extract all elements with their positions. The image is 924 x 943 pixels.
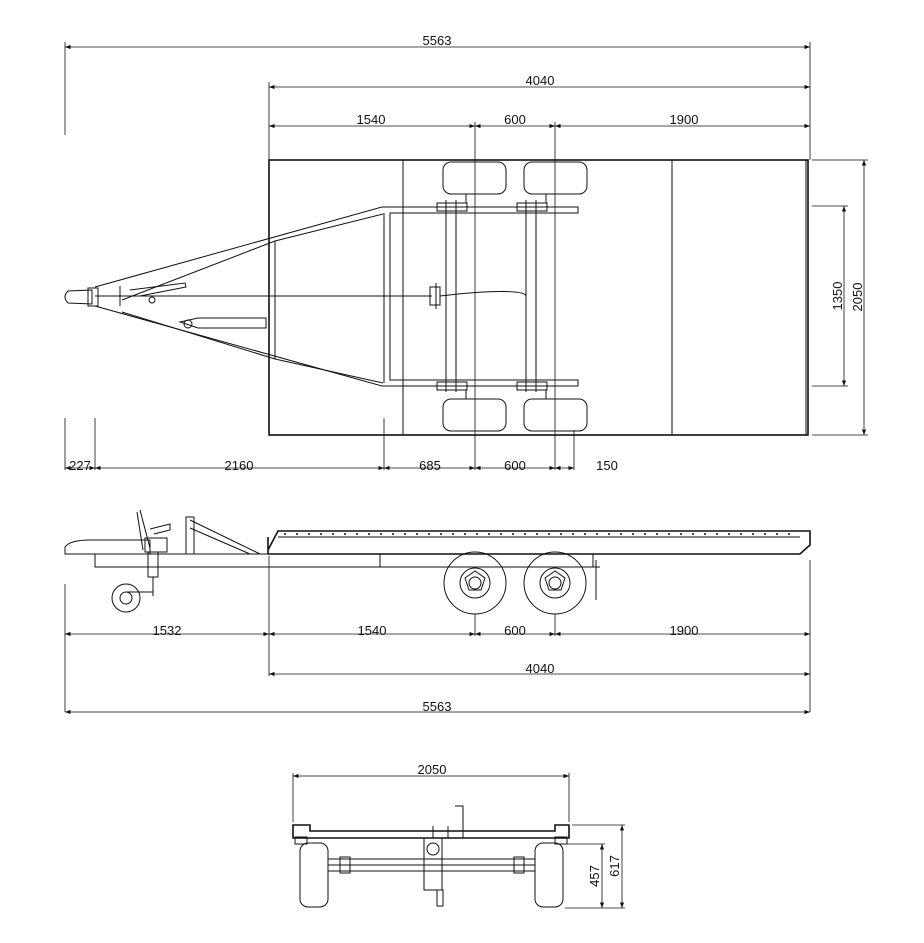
- deck-hole: [296, 533, 298, 535]
- dim-axle-spacing-bottom: 600: [504, 458, 526, 473]
- deck-hole: [548, 533, 550, 535]
- deck-hole: [596, 533, 598, 535]
- dim-side-platform-length: 4040: [526, 661, 555, 676]
- top-view-drawbar: [64, 206, 579, 387]
- deck-hole: [308, 533, 310, 535]
- deck-hole: [476, 533, 478, 535]
- deck-hole: [608, 533, 610, 535]
- deck-hole: [416, 533, 418, 535]
- deck-hole: [584, 533, 586, 535]
- dim-hitch-offset: 227: [69, 458, 91, 473]
- rear-view-extension-lines: [292, 773, 625, 909]
- deck-hole: [392, 533, 394, 535]
- dim-front-to-axle: 1540: [357, 112, 386, 127]
- side-view-labels: 1532 1540 600 1900 4040 5563: [153, 623, 699, 714]
- deck-hole: [668, 533, 670, 535]
- top-view-labels: 5563 4040 1540 600 1900 1350 2050 227 21…: [69, 33, 865, 473]
- deck-hole: [524, 533, 526, 535]
- dim-drawbar-length: 2160: [225, 458, 254, 473]
- deck-hole: [452, 533, 454, 535]
- deck-hole: [488, 533, 490, 535]
- rear-view: 2050 457 617: [292, 762, 625, 909]
- deck-hole: [464, 533, 466, 535]
- deck-hole: [788, 533, 790, 535]
- deck-hole: [560, 533, 562, 535]
- deck-hole: [680, 533, 682, 535]
- deck-hole: [380, 533, 382, 535]
- dim-hitch-to-platform: 1532: [153, 623, 182, 638]
- deck-hole: [632, 533, 634, 535]
- top-view-platform: [268, 159, 809, 436]
- dim-side-overall-length: 5563: [423, 699, 452, 714]
- dim-side-front-to-axle: 1540: [358, 623, 387, 638]
- deck-hole: [536, 533, 538, 535]
- deck-hole: [740, 533, 742, 535]
- deck-hole: [356, 533, 358, 535]
- top-view-dimension-lines: [65, 44, 867, 471]
- top-view-axles: [436, 161, 588, 432]
- deck-hole: [716, 533, 718, 535]
- dim-overall-length: 5563: [423, 33, 452, 48]
- deck-hole: [692, 533, 694, 535]
- deck-hole: [656, 533, 658, 535]
- deck-hole: [728, 533, 730, 535]
- side-view-dimension-lines: [65, 631, 810, 715]
- dim-rear-axle-offset: 150: [596, 458, 618, 473]
- deck-holes: [284, 533, 790, 535]
- deck-hole: [764, 533, 766, 535]
- deck-hole: [440, 533, 442, 535]
- deck-hole: [320, 533, 322, 535]
- deck-hole: [500, 533, 502, 535]
- deck-hole: [344, 533, 346, 535]
- deck-hole: [368, 533, 370, 535]
- rear-view-dimension-lines: [293, 773, 625, 908]
- deck-hole: [404, 533, 406, 535]
- deck-hole: [752, 533, 754, 535]
- dim-frame-to-axle: 685: [419, 458, 441, 473]
- dim-axle-spacing: 600: [504, 112, 526, 127]
- top-view: 5563 4040 1540 600 1900 1350 2050 227 21…: [64, 33, 868, 473]
- deck-hole: [284, 533, 286, 535]
- top-view-extension-lines: [64, 42, 868, 470]
- dim-rear-overhang: 1900: [670, 112, 699, 127]
- dim-overall-width: 2050: [850, 283, 865, 312]
- dim-frame-height: 457: [587, 865, 602, 887]
- dim-deck-height: 617: [607, 855, 622, 877]
- deck-hole: [644, 533, 646, 535]
- deck-hole: [776, 533, 778, 535]
- deck-hole: [572, 533, 574, 535]
- dim-inner-width: 1350: [830, 282, 845, 311]
- dim-rear-overall-width: 2050: [418, 762, 447, 777]
- deck-hole: [620, 533, 622, 535]
- deck-hole: [512, 533, 514, 535]
- dim-side-rear-overhang: 1900: [670, 623, 699, 638]
- side-view: 1532 1540 600 1900 4040 5563: [64, 509, 811, 715]
- rear-view-body: [292, 805, 570, 908]
- deck-hole: [332, 533, 334, 535]
- rear-view-labels: 2050 457 617: [418, 762, 622, 887]
- deck-hole: [704, 533, 706, 535]
- dim-platform-length: 4040: [526, 73, 555, 88]
- deck-hole: [428, 533, 430, 535]
- side-view-body: [64, 509, 811, 615]
- dim-side-axle-spacing: 600: [504, 623, 526, 638]
